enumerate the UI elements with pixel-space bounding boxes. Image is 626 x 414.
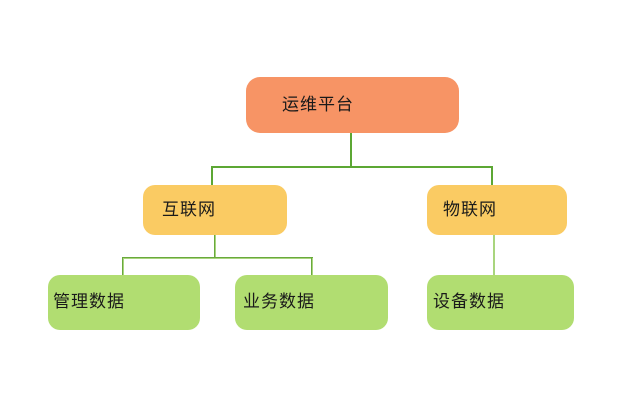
node-internet-label: 互联网 xyxy=(162,199,216,220)
edge-root-horizontal xyxy=(211,166,493,168)
node-ops-platform: 运维平台 xyxy=(246,77,459,133)
edge-internet-horizontal xyxy=(122,257,313,259)
edge-root-vertical xyxy=(350,133,352,167)
node-business-data-label: 业务数据 xyxy=(243,292,315,312)
edge-drop-to-internet xyxy=(211,167,213,185)
edge-drop-to-business-data xyxy=(311,258,313,275)
edge-drop-to-mgmt-data xyxy=(122,258,124,275)
node-ops-platform-label: 运维平台 xyxy=(282,94,354,115)
edge-drop-to-iot xyxy=(491,167,493,185)
edge-internet-vertical xyxy=(214,235,216,258)
node-iot: 物联网 xyxy=(427,185,567,235)
node-iot-label: 物联网 xyxy=(443,199,497,220)
edge-iot-to-device-data xyxy=(493,235,495,275)
node-internet: 互联网 xyxy=(143,185,287,235)
node-device-data: 设备数据 xyxy=(427,275,574,330)
node-business-data: 业务数据 xyxy=(235,275,388,330)
node-device-data-label: 设备数据 xyxy=(433,292,505,312)
node-management-data-label: 管理数据 xyxy=(53,292,125,312)
node-management-data: 管理数据 xyxy=(48,275,200,330)
